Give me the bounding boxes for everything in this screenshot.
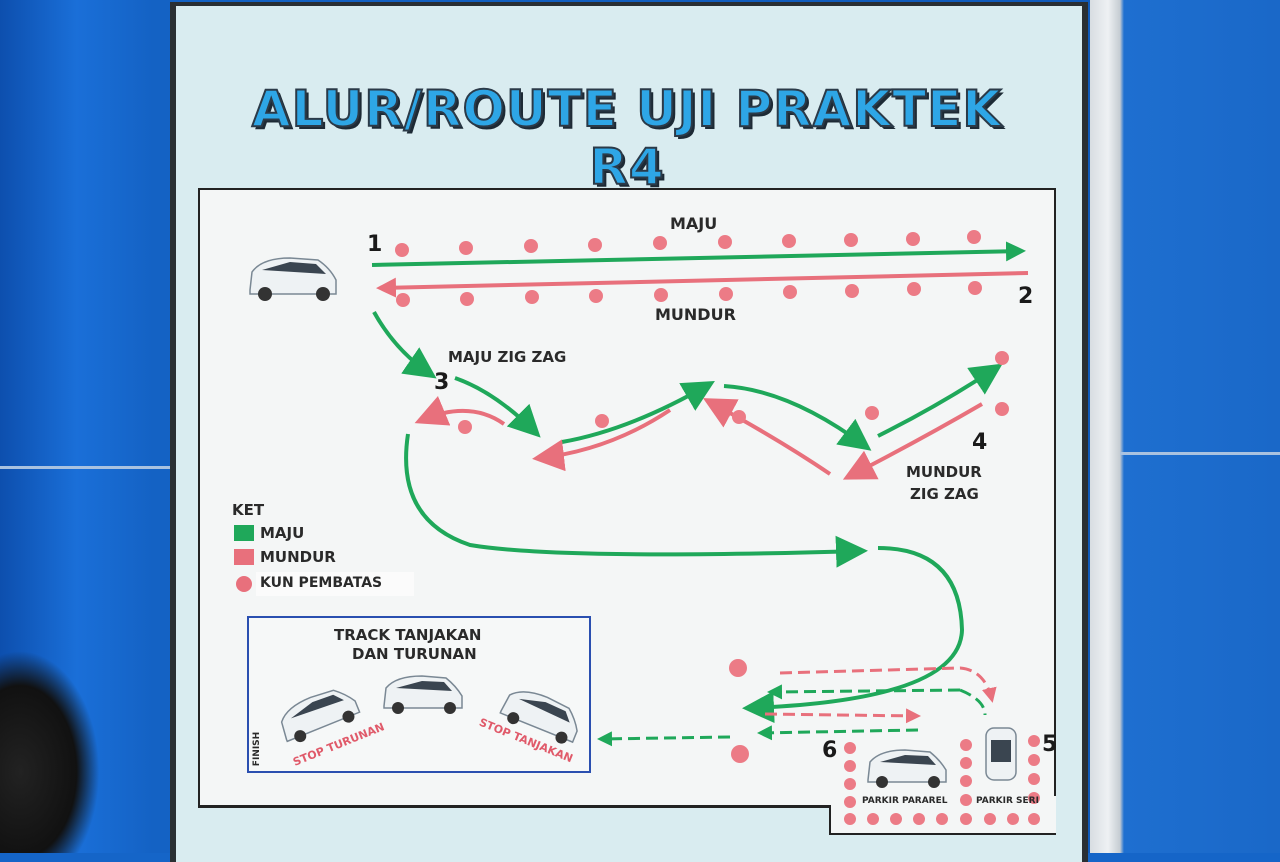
- step-number-1: 1: [367, 232, 383, 257]
- label-mundur-zigzag-2: ZIG ZAG: [910, 485, 979, 503]
- board-title: ALUR/ROUTE UJI PRAKTEK R4: [251, 79, 1003, 197]
- car-track-up: [499, 691, 578, 744]
- legend-item-maju: MAJU: [260, 524, 305, 542]
- wall-trim: [0, 466, 180, 469]
- wall-trim-right: [1120, 452, 1280, 455]
- step-number-3: 3: [434, 370, 450, 395]
- car-track-middle: [383, 675, 463, 714]
- cone-parking: [844, 735, 1040, 825]
- legend-item-kun: KUN PEMBATAS: [260, 575, 383, 591]
- label-maju-zigzag: MAJU ZIG ZAG: [448, 348, 567, 366]
- label-maju: MAJU: [670, 214, 718, 233]
- legend-swatch-kun: [236, 576, 252, 592]
- car-serial: [985, 727, 1017, 781]
- step-number-6: 6: [822, 738, 838, 763]
- car-parallel: [867, 749, 947, 788]
- cone-row-bottom: [396, 281, 982, 307]
- label-mundur-zigzag-1: MUNDUR: [906, 463, 982, 481]
- label-mundur: MUNDUR: [655, 305, 736, 324]
- label-parkir-pararel: PARKIR PARAREL: [862, 796, 948, 806]
- legend-swatch-maju: [234, 525, 254, 541]
- track-title-1: TRACK TANJAKAN: [334, 626, 482, 644]
- track-title-2: DAN TURUNAN: [352, 645, 477, 663]
- car-track-down: [280, 689, 361, 743]
- background-pillar: [1090, 0, 1280, 853]
- camera-silhouette: [0, 650, 100, 853]
- step-number-5: 5: [1042, 732, 1058, 757]
- cone-row-top: [395, 230, 981, 257]
- step-number-4: 4: [972, 430, 988, 455]
- label-parkir-seri: PARKIR SERI: [976, 796, 1039, 806]
- step-number-2: 2: [1018, 284, 1034, 309]
- legend-swatch-mundur: [234, 549, 254, 565]
- car-start: [249, 257, 337, 301]
- legend-title: KET: [232, 501, 265, 519]
- legend-item-mundur: MUNDUR: [260, 548, 336, 566]
- reverse-straight-line: [376, 271, 1029, 298]
- forward-straight-line: [371, 241, 1026, 267]
- cone-zigzag: [458, 351, 1009, 434]
- label-finish: FINISH: [252, 731, 263, 767]
